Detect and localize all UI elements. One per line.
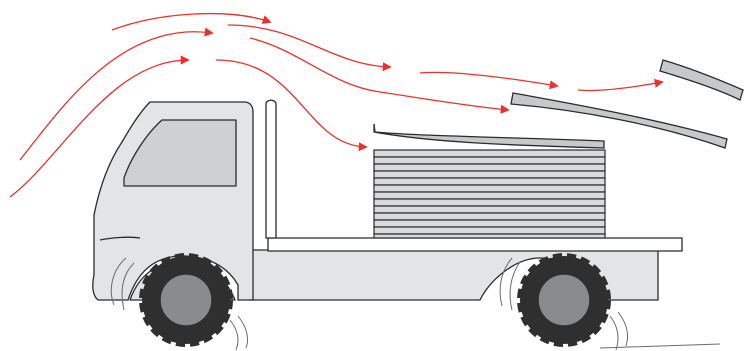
wind-arrow-icon <box>112 14 270 30</box>
stack-sheet <box>374 199 605 206</box>
ground-line <box>600 344 720 348</box>
stack-sheet <box>374 234 605 238</box>
stack-sheet <box>374 192 605 199</box>
motion-line <box>230 320 238 350</box>
motion-line <box>510 262 520 310</box>
flying-sheet <box>374 124 604 148</box>
motion-line <box>238 316 248 348</box>
wind-arrow-icon <box>420 72 557 86</box>
stack-sheet <box>374 164 605 171</box>
stack-sheet <box>374 206 605 213</box>
flying-sheet <box>660 60 743 100</box>
stack-sheet <box>374 157 605 164</box>
flying-sheets <box>374 60 743 148</box>
stack-sheet <box>374 150 605 157</box>
stack-sheet <box>374 227 605 234</box>
rear-wheel-icon <box>520 256 608 344</box>
wind-arrow-icon <box>578 82 662 91</box>
sheet-stack-icon <box>374 150 605 238</box>
rear-hub <box>538 274 590 326</box>
headboard-post <box>266 100 276 238</box>
front-hub <box>160 274 212 326</box>
front-wheel-icon <box>142 256 230 344</box>
stack-sheet <box>374 185 605 192</box>
flatbed-deck <box>268 238 682 251</box>
motion-line <box>610 316 618 350</box>
stack-sheet <box>374 171 605 178</box>
stack-sheet <box>374 220 605 227</box>
stack-sheet <box>374 213 605 220</box>
wind-arrow-icon <box>228 25 390 67</box>
motion-line <box>618 312 628 346</box>
stack-sheet <box>374 178 605 185</box>
